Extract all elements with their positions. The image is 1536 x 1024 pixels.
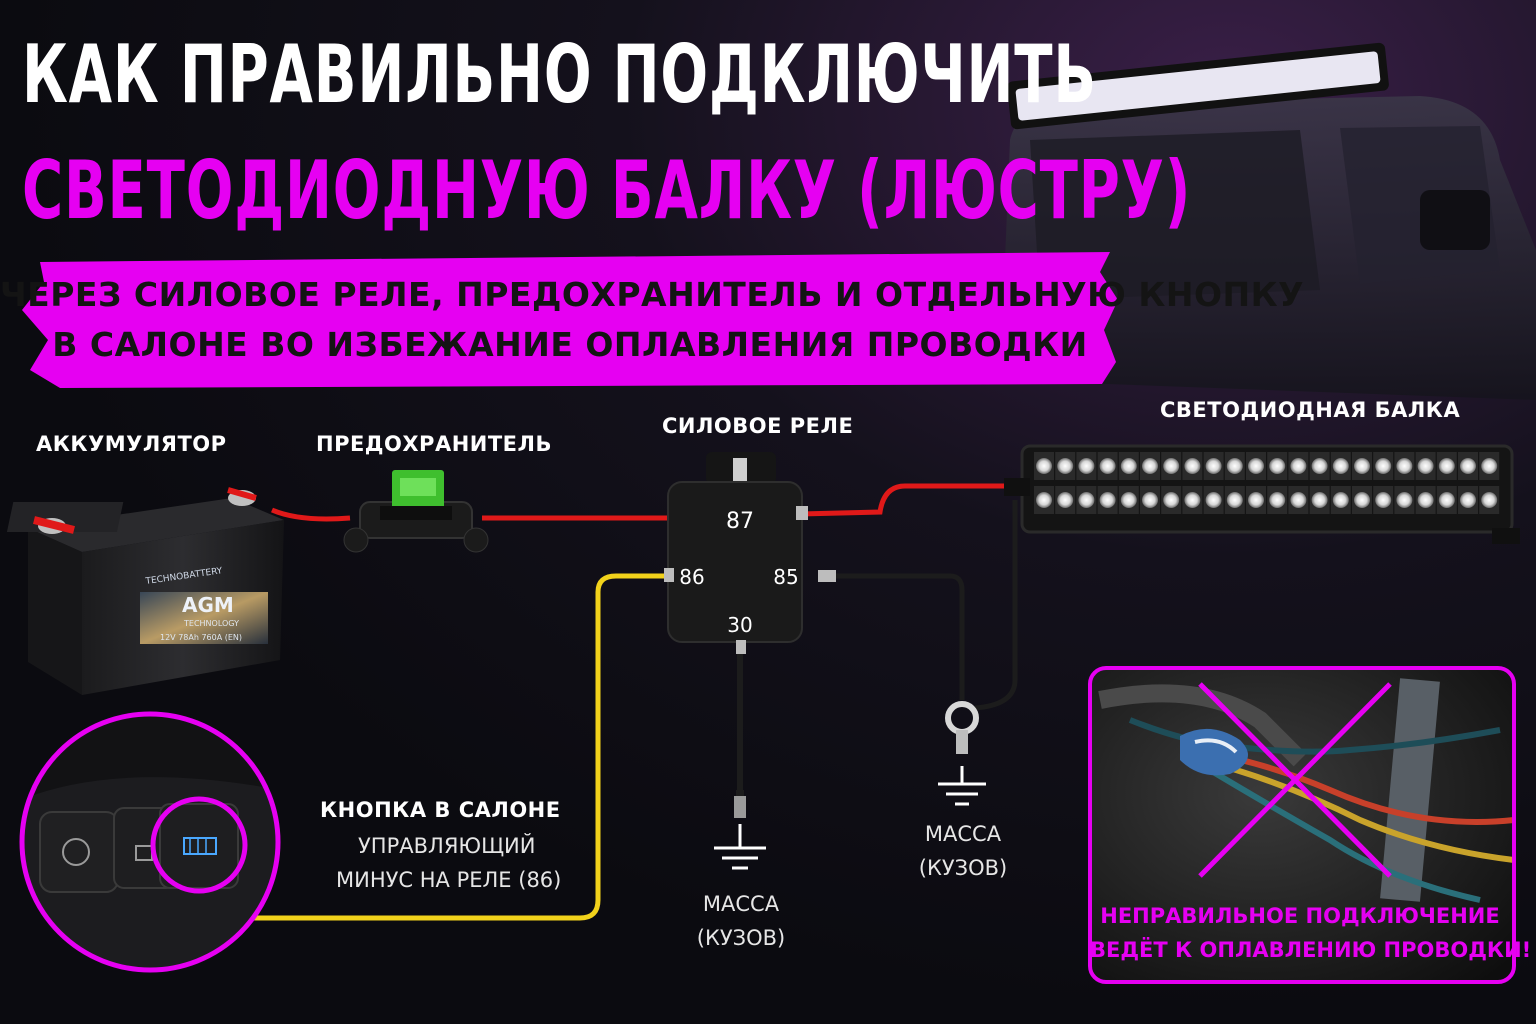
page-title-line1: КАК ПРАВИЛЬНО ПОДКЛЮЧИТЬ	[22, 28, 1097, 121]
led-lamp	[1481, 458, 1498, 474]
led-lamp	[1248, 492, 1264, 508]
wire-relay85-ground	[835, 573, 965, 700]
led-lamp	[1417, 492, 1434, 508]
button-desc-line2: МИНУС НА РЕЛЕ (86)	[336, 868, 562, 892]
led-lamp	[1142, 458, 1158, 474]
warning-line1: НЕПРАВИЛЬНОЕ ПОДКЛЮЧЕНИЕ	[1100, 904, 1500, 928]
led-lamp	[1120, 458, 1137, 474]
battery-tech: TECHNOLOGY	[183, 619, 239, 628]
subtitle-line1: ЧЕРЕЗ СИЛОВОЕ РЕЛЕ, ПРЕДОХРАНИТЕЛЬ И ОТД…	[0, 275, 1305, 314]
ground-icon	[714, 824, 766, 870]
wire-relay-to-bar	[799, 483, 1005, 517]
light-bar-label: СВЕТОДИОДНАЯ БАЛКА	[1160, 398, 1461, 422]
led-lamp	[1099, 458, 1116, 474]
relay-pin-87: 87	[726, 509, 754, 534]
battery-spec: 12V 78Ah 760A (EN)	[160, 633, 242, 642]
led-lamp	[1163, 492, 1180, 508]
led-lamp	[1205, 458, 1222, 474]
fuse-label: ПРЕДОХРАНИТЕЛЬ	[316, 432, 552, 456]
fuse-icon	[343, 470, 489, 553]
led-lamp	[1354, 492, 1370, 508]
ring-terminal-icon	[734, 701, 979, 818]
ground-icon	[938, 766, 986, 806]
led-lamp	[1290, 458, 1307, 474]
relay-label: СИЛОВОЕ РЕЛЕ	[662, 414, 854, 438]
button-desc-line1: УПРАВЛЯЮЩИЙ	[358, 834, 536, 858]
battery-icon	[6, 487, 284, 695]
led-lamp	[1099, 492, 1116, 508]
battery-label: АККУМУЛЯТОР	[36, 432, 227, 456]
led-lamp	[1311, 492, 1328, 508]
led-lamp	[1396, 458, 1413, 474]
ground-bar-label-line1: МАССА	[924, 822, 1002, 846]
led-lamp	[1438, 492, 1455, 508]
warning-line2: ВЕДЁТ К ОПЛАВЛЕНИЮ ПРОВОДКИ!	[1090, 938, 1532, 962]
led-lamp	[1184, 458, 1201, 474]
led-lamp	[1354, 458, 1370, 474]
led-lamp	[1057, 492, 1074, 508]
led-lamp	[1438, 458, 1455, 474]
car-silhouette	[1000, 42, 1536, 400]
led-lamp	[1375, 458, 1392, 474]
led-lamp	[1375, 492, 1392, 508]
led-lamp	[1184, 492, 1201, 508]
ground-relay-label-line2: (КУЗОВ)	[696, 926, 786, 950]
led-lamp	[1332, 458, 1349, 474]
bad-wiring-photo	[1088, 666, 1516, 984]
light-bar-icon	[1004, 444, 1520, 544]
led-lamp	[1226, 492, 1243, 508]
led-lamp	[1396, 492, 1413, 508]
led-lamp	[1036, 492, 1052, 508]
led-lamp	[1120, 492, 1137, 508]
led-lamp	[1481, 492, 1498, 508]
led-lamp	[1460, 492, 1476, 508]
cross-mark-icon	[1198, 682, 1392, 878]
led-lamp	[1460, 458, 1476, 474]
led-lamp	[1057, 458, 1074, 474]
led-lamp	[1311, 458, 1328, 474]
relay-pin-85: 85	[773, 565, 798, 589]
ground-bar-label-line2: (КУЗОВ)	[918, 856, 1008, 880]
led-lamp	[1417, 458, 1434, 474]
led-lamp	[1248, 458, 1264, 474]
led-lamp	[1269, 458, 1286, 474]
led-lamp	[1142, 492, 1158, 508]
subtitle-line2: В САЛОНЕ ВО ИЗБЕЖАНИЕ ОПЛАВЛЕНИЯ ПРОВОДК…	[52, 325, 1088, 364]
led-lamp	[1078, 458, 1095, 474]
relay-icon	[664, 452, 836, 654]
page-title-line2: СВЕТОДИОДНУЮ БАЛКУ (ЛЮСТРУ)	[22, 144, 1192, 237]
button-label: КНОПКА В САЛОНЕ	[320, 798, 561, 822]
led-lamp	[1269, 492, 1286, 508]
wires	[240, 483, 1018, 921]
subtitle-banner	[22, 252, 1118, 388]
wire-battery-to-fuse	[271, 507, 351, 522]
ground-relay-label-line1: МАССА	[702, 892, 780, 916]
led-lamp	[1163, 458, 1180, 474]
relay-pin-30: 30	[727, 613, 752, 637]
led-lamp	[1036, 458, 1052, 474]
led-lamp	[1205, 492, 1222, 508]
wire-button-to-relay86	[240, 573, 668, 921]
battery-type: AGM	[182, 593, 234, 617]
wire-bar-ground	[974, 500, 1018, 711]
relay-pin-86: 86	[679, 565, 704, 589]
dashboard-button-icon	[19, 711, 281, 973]
led-lamp	[1226, 458, 1243, 474]
led-lamp	[1078, 492, 1095, 508]
led-lamp	[1332, 492, 1349, 508]
led-lamp	[1290, 492, 1307, 508]
